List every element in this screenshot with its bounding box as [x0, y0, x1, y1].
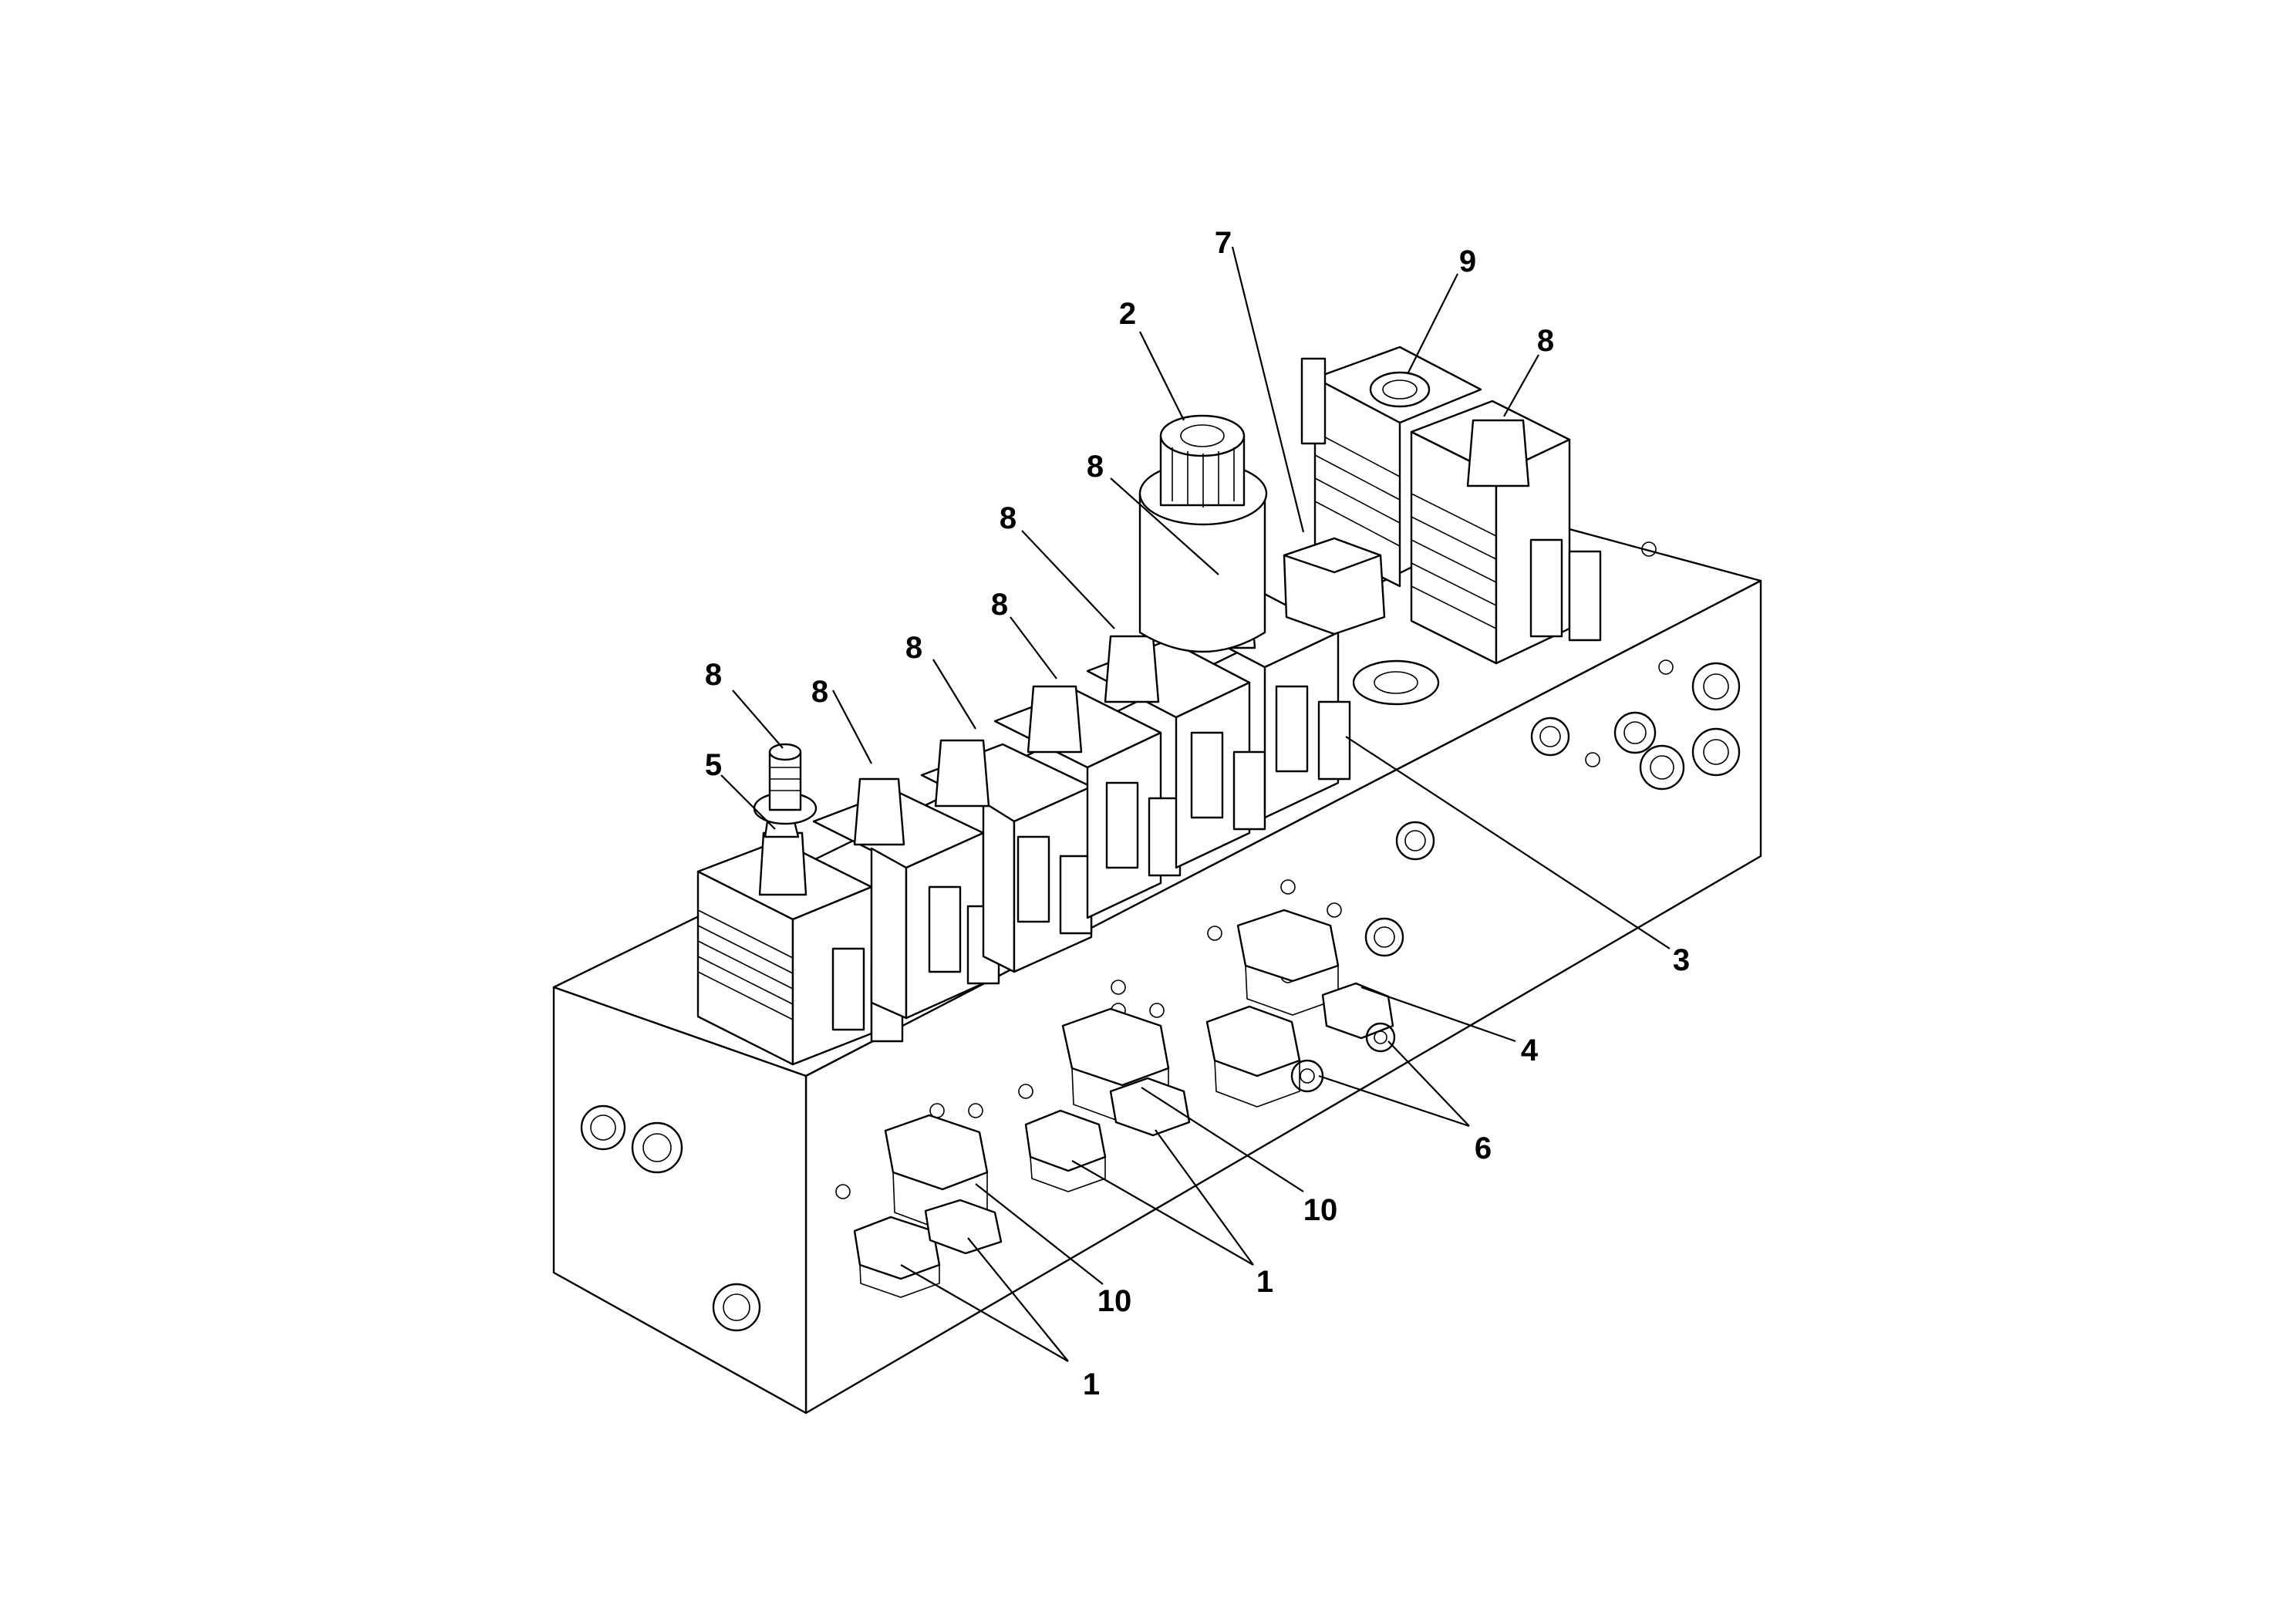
right-end-ports: [835, 541, 1741, 1199]
hex-fitting-6-lower: [1205, 1005, 1324, 1108]
solenoid-coil-4: [993, 685, 1182, 919]
callout-4: 4: [1521, 1034, 1539, 1067]
callout-6: 6: [1475, 1131, 1492, 1165]
hex-fitting-6-upper: [1321, 982, 1396, 1053]
callout-10-a: 10: [1097, 1284, 1132, 1318]
socket-plug: [1352, 659, 1440, 706]
callout-1-a: 1: [1083, 1367, 1100, 1401]
callout-8-a: 8: [1537, 324, 1554, 358]
hex-plug-10-left: [884, 1114, 989, 1231]
callout-labels: 2 7 9 8 8 8 8 8 8 8 5 3 4 6 10 10 1 1: [705, 226, 1690, 1401]
solenoid-coil-3: [920, 739, 1093, 973]
hex-plug-7: [1283, 537, 1386, 636]
callout-7: 7: [1215, 226, 1232, 260]
callout-9: 9: [1459, 244, 1476, 278]
callout-2: 2: [1119, 297, 1136, 331]
solenoid-coil-9: [1300, 346, 1482, 588]
callout-8-f: 8: [811, 675, 828, 709]
callout-5: 8: [705, 658, 722, 692]
callout-10-b: 10: [1303, 1193, 1338, 1227]
callout-8-d: 8: [991, 588, 1008, 622]
end-face-ports: [580, 1104, 761, 1332]
hex-plug-1-left-b: [924, 1199, 1003, 1255]
hex-fitting-4: [1236, 909, 1340, 1016]
callout-8-b: 8: [1087, 450, 1104, 484]
callout-3: 3: [1673, 943, 1690, 977]
callout-8-g: 5: [705, 748, 722, 782]
callout-8-e: 8: [905, 631, 922, 665]
test-port-5: [753, 743, 818, 825]
solenoid-coil-5: [1086, 635, 1266, 869]
callout-8-c: 8: [1000, 501, 1017, 535]
solenoid-coil-2: [812, 777, 1000, 1020]
solenoid-valves: [696, 346, 1602, 1066]
solenoid-coil-7-right: [1410, 400, 1602, 665]
hex-plugs: [853, 909, 1396, 1298]
hex-plug-1-left-a: [853, 1216, 941, 1298]
callout-1-b: 1: [1256, 1265, 1273, 1299]
hex-plug-1-mid-b: [1109, 1077, 1191, 1137]
cartridge-valve-2: [1138, 414, 1268, 653]
leader-lines: [720, 246, 1671, 1362]
solenoid-coil-1: [696, 820, 904, 1066]
hex-plug-1-mid-a: [1024, 1109, 1107, 1192]
